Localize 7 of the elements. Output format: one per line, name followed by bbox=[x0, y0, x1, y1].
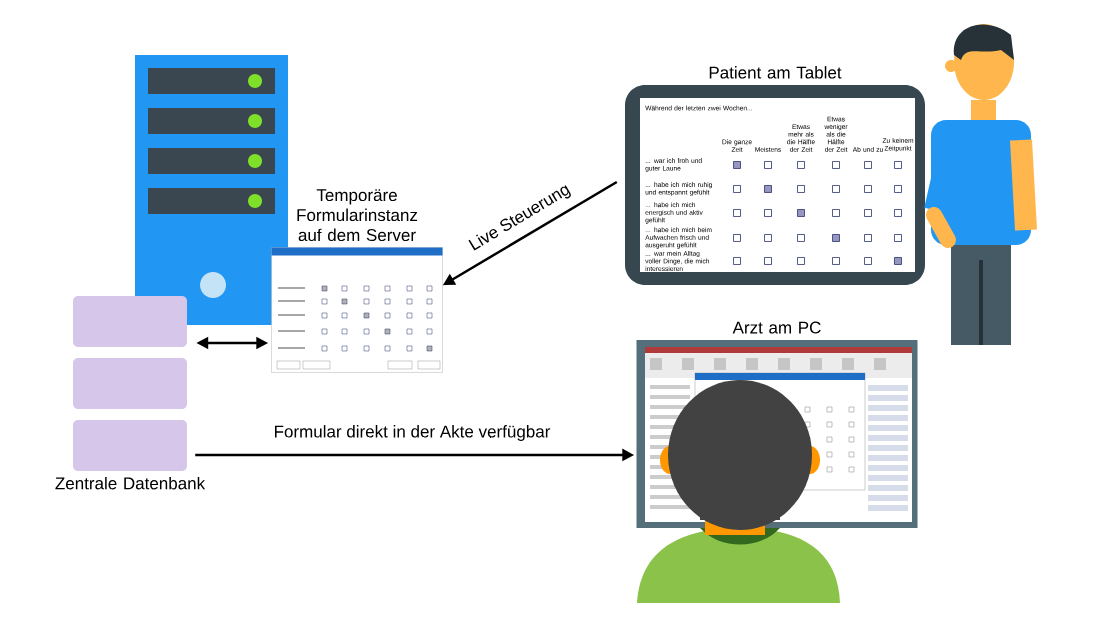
node-label: Arzt am PC bbox=[732, 321, 821, 334]
node-label: Patient am Tablet bbox=[709, 66, 842, 79]
node-label: Zentrale Datenbank bbox=[55, 476, 206, 490]
form-window: Temporäre Formularinstanz auf dem Server bbox=[271, 189, 443, 373]
edge-label: Formular direkt in der Akte verfügbar bbox=[272, 424, 552, 442]
node-label: Temporäre Formularinstanz auf dem Server bbox=[297, 189, 418, 242]
database-drawing: Zentrale Datenbank bbox=[55, 296, 206, 490]
